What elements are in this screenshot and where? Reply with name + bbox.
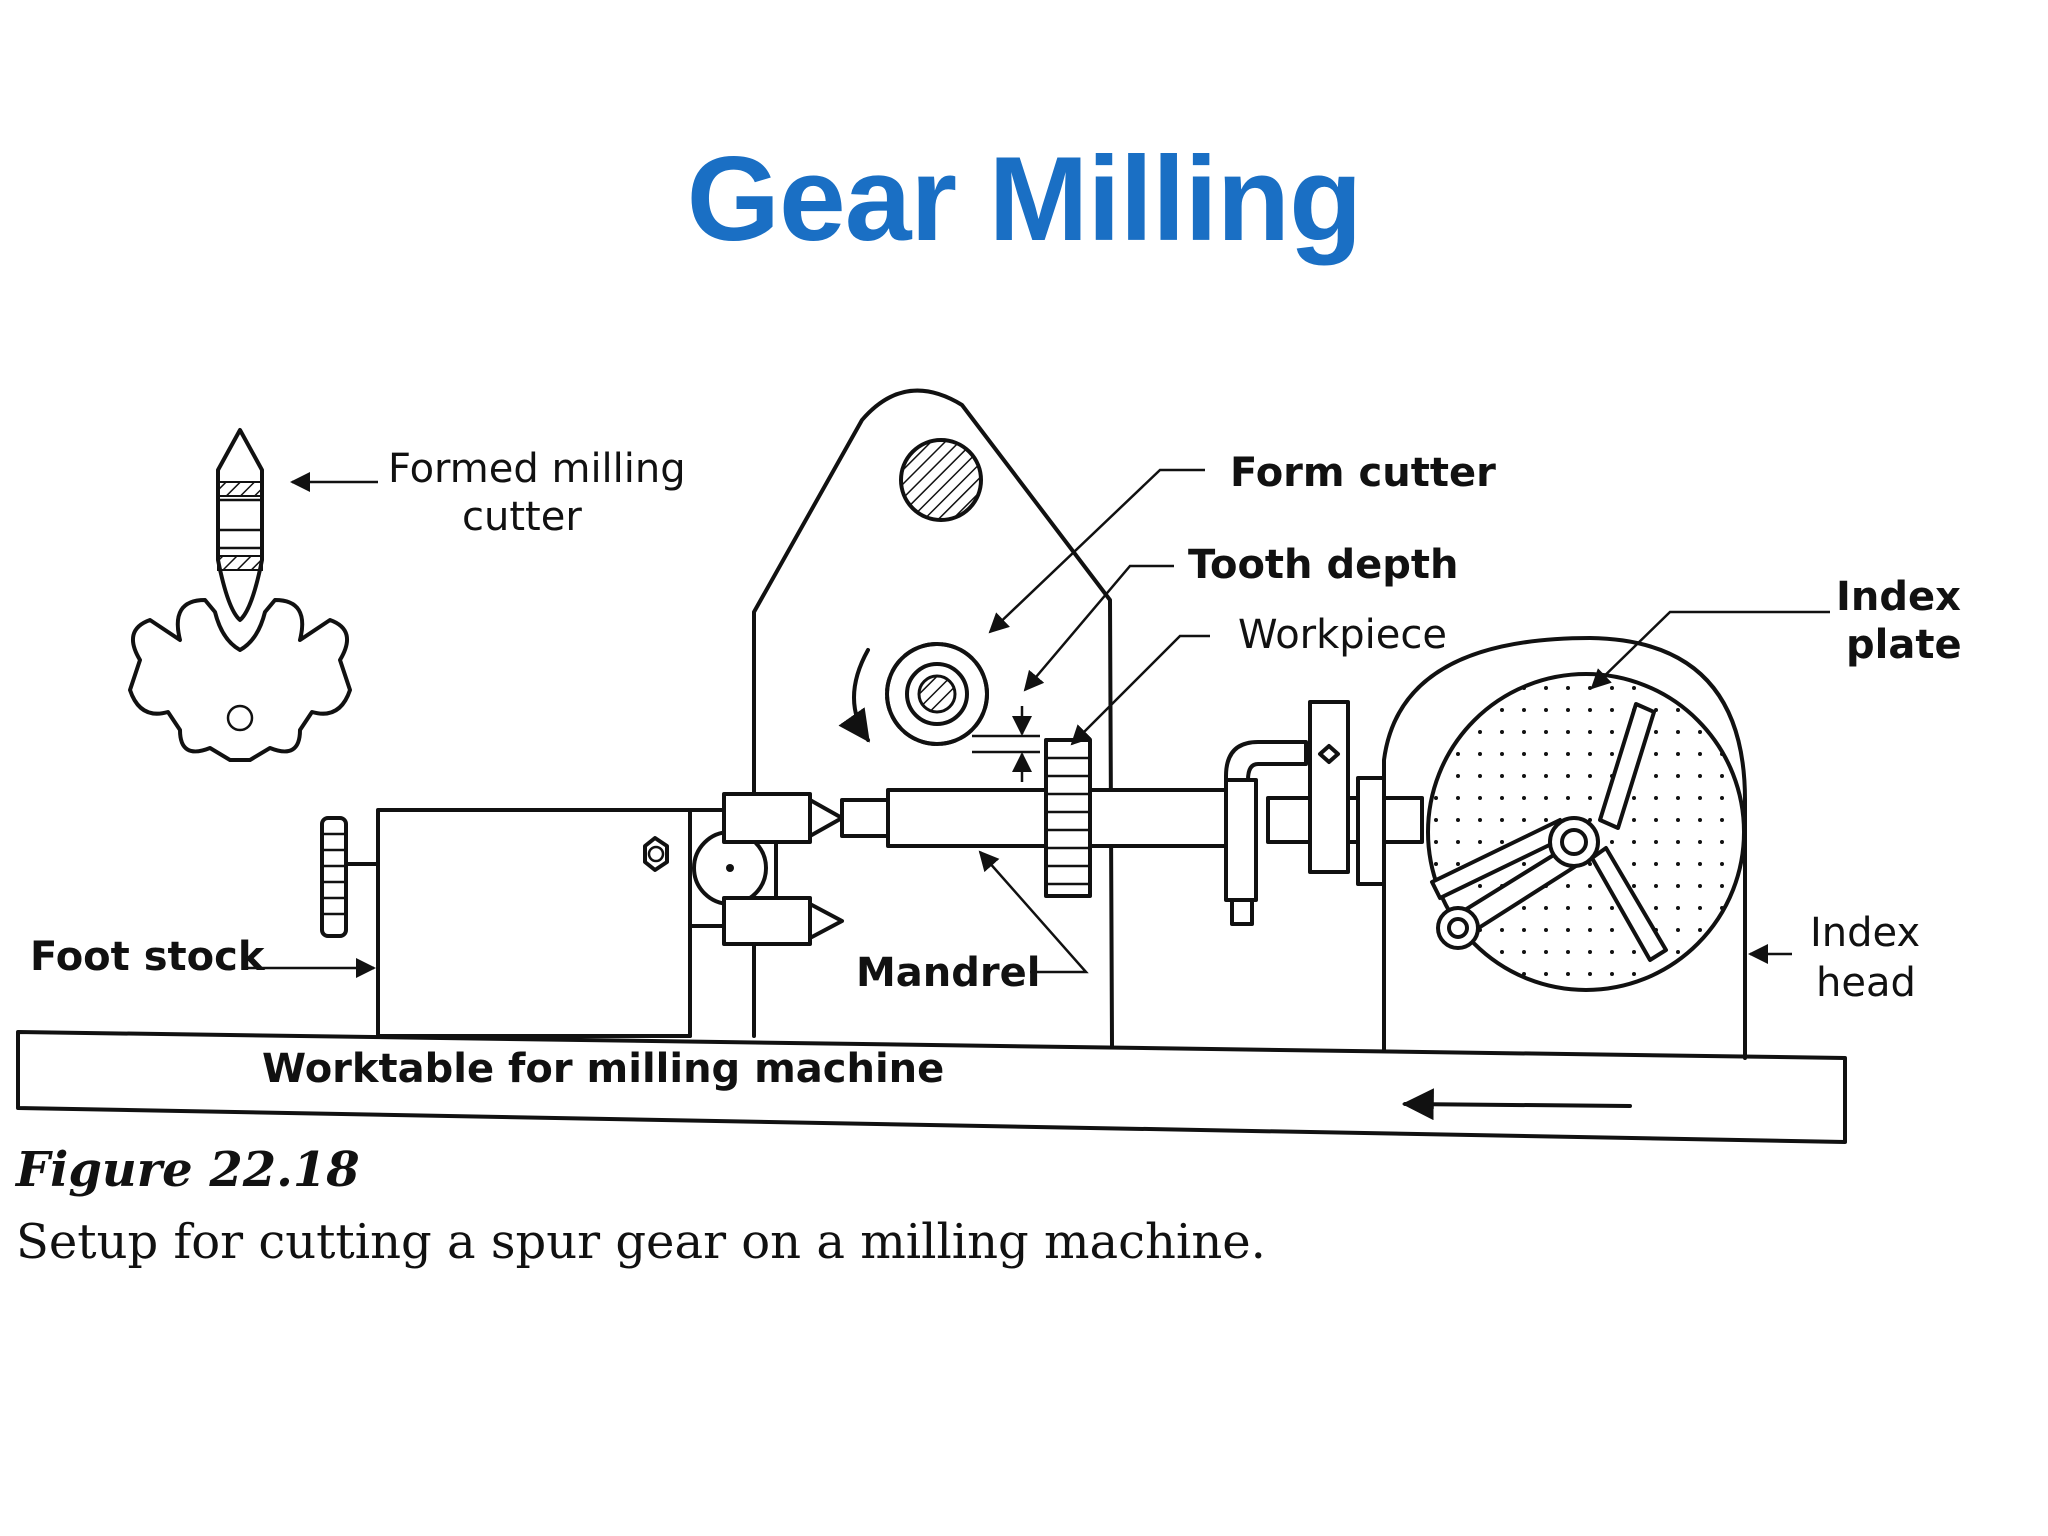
label-form-cutter: Form cutter <box>1230 450 1496 496</box>
label-tooth-depth: Tooth depth <box>1188 542 1458 588</box>
label-worktable: Worktable for milling machine <box>262 1046 944 1092</box>
figure-number: Figure 22.18 <box>14 1142 360 1198</box>
foot-stock <box>320 792 844 1038</box>
index-head <box>1382 636 1747 1060</box>
label-workpiece: Workpiece <box>1238 612 1447 658</box>
workpiece-gear <box>972 706 1092 898</box>
slide-title: Gear Milling <box>686 132 1363 266</box>
form-cutter <box>838 642 989 746</box>
label-index-plate-line1: Index <box>1836 574 1961 620</box>
label-formed-milling-cutter-line1: Formed milling <box>388 446 686 492</box>
leader-lines <box>246 468 1830 978</box>
label-formed-milling-cutter-line2: cutter <box>462 494 582 540</box>
label-mandrel: Mandrel <box>856 950 1040 996</box>
formed-cutter-inset <box>128 428 352 762</box>
figure-caption: Setup for cutting a spur gear on a milli… <box>16 1214 1266 1270</box>
label-index-head-line1: Index <box>1810 910 1920 956</box>
worktable <box>16 1030 1847 1144</box>
arbor-support <box>752 388 1114 1048</box>
label-index-head-line2: head <box>1816 960 1916 1006</box>
label-foot-stock: Foot stock <box>30 934 266 980</box>
driving-dog <box>1224 700 1386 926</box>
label-index-plate-line2: plate <box>1846 622 1962 668</box>
